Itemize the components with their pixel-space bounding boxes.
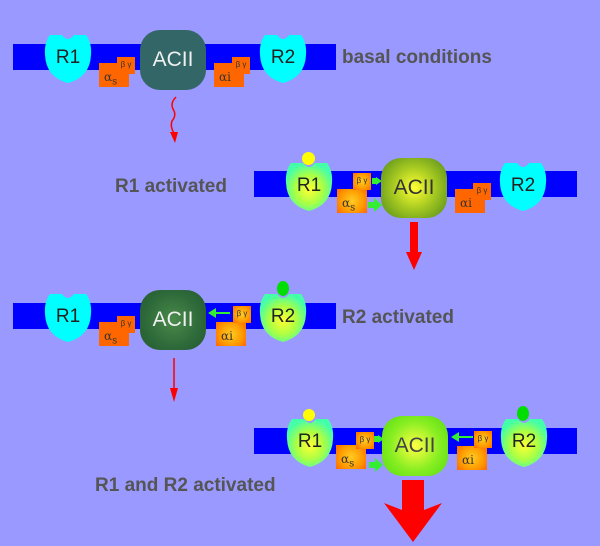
alpha-s-label: αs — [341, 452, 355, 470]
receptor-label: R2 — [511, 431, 537, 452]
receptor-shape — [44, 294, 92, 342]
betagamma-arrow-icon — [451, 432, 473, 442]
receptor-r2: R2 — [259, 33, 307, 83]
acii-enzyme: ACII — [140, 30, 206, 90]
receptor-label: R1 — [55, 306, 81, 327]
acii-enzyme: ACII — [382, 416, 448, 476]
output-arrow-thin-icon — [170, 358, 178, 402]
receptor-label: R1 — [55, 47, 81, 68]
arrow-head — [406, 252, 422, 270]
output-arrow-medium-icon — [406, 222, 422, 270]
alpha-s-label: αs — [104, 70, 118, 88]
receptor-label: R2 — [270, 47, 296, 68]
stimulate-arrow-icon — [368, 198, 382, 212]
stimulate-arrow-small-icon — [374, 435, 384, 443]
receptor-r1: R1 — [286, 417, 334, 467]
g-betagamma-s: β γ — [117, 57, 135, 74]
receptor-r1: R1 — [44, 33, 92, 83]
g-betagamma-s: β γ — [117, 316, 135, 333]
alpha-s-label: αs — [104, 329, 118, 347]
receptor-r2: R2 — [499, 161, 547, 211]
alpha-s-label: αs — [342, 196, 356, 214]
g-betagamma-i: β γ — [473, 183, 491, 200]
g-betagamma-s: β γ — [356, 432, 374, 449]
arrow-shaft — [410, 222, 418, 254]
receptor-label: R1 — [297, 431, 323, 452]
caption-r1-activated: R1 activated — [115, 176, 227, 197]
receptor-r1: R1 — [285, 161, 333, 211]
arrow-head — [170, 388, 178, 402]
output-arrow-thick-icon — [384, 480, 442, 542]
receptor-shape — [499, 163, 547, 211]
stimulate-arrow-small-icon — [372, 177, 382, 185]
ligand-green — [277, 281, 289, 296]
g-alpha-i: αi — [457, 446, 487, 470]
wavy-arrow-head — [170, 132, 178, 143]
receptor-shape — [286, 419, 334, 467]
g-alpha-s: αs — [337, 189, 367, 213]
g-betagamma-s: β γ — [353, 173, 371, 190]
alpha-i-label: αi — [462, 453, 474, 467]
alpha-i-label: αi — [460, 196, 472, 210]
receptor-shape — [259, 294, 307, 342]
g-alpha-i: αi — [216, 322, 246, 346]
ligand-yellow — [302, 152, 315, 165]
receptor-r2: R2 — [500, 417, 548, 467]
receptor-shape — [44, 35, 92, 83]
caption-r1-r2-activated: R1 and R2 activated — [95, 475, 276, 496]
g-alpha-s: αs — [336, 445, 366, 469]
caption-basal: basal conditions — [342, 47, 492, 68]
receptor-label: R2 — [510, 175, 536, 196]
acii-enzyme: ACII — [140, 290, 206, 350]
receptor-shape — [285, 163, 333, 211]
receptor-label: R1 — [296, 175, 322, 196]
wavy-arrow-shaft — [170, 96, 177, 134]
g-betagamma-i: β γ — [233, 306, 251, 323]
ligand-yellow — [303, 409, 315, 421]
g-betagamma-i: β γ — [232, 57, 250, 74]
acii-enzyme: ACII — [381, 158, 447, 218]
wavy-arrow-icon — [170, 96, 178, 143]
receptor-r2: R2 — [259, 292, 307, 342]
receptor-label: R2 — [270, 306, 296, 327]
betagamma-arrow-icon — [208, 308, 230, 318]
receptor-shape — [500, 419, 548, 467]
arrow-head — [384, 503, 442, 542]
arrow-shaft — [402, 480, 424, 510]
alpha-i-label: αi — [219, 70, 231, 84]
receptor-r1: R1 — [44, 292, 92, 342]
caption-r2-activated: R2 activated — [342, 307, 454, 328]
g-betagamma-i: β γ — [474, 431, 492, 448]
stimulate-arrow-icon — [369, 458, 383, 472]
receptor-shape — [259, 35, 307, 83]
ligand-green — [517, 406, 529, 421]
alpha-i-label: αi — [221, 329, 233, 343]
